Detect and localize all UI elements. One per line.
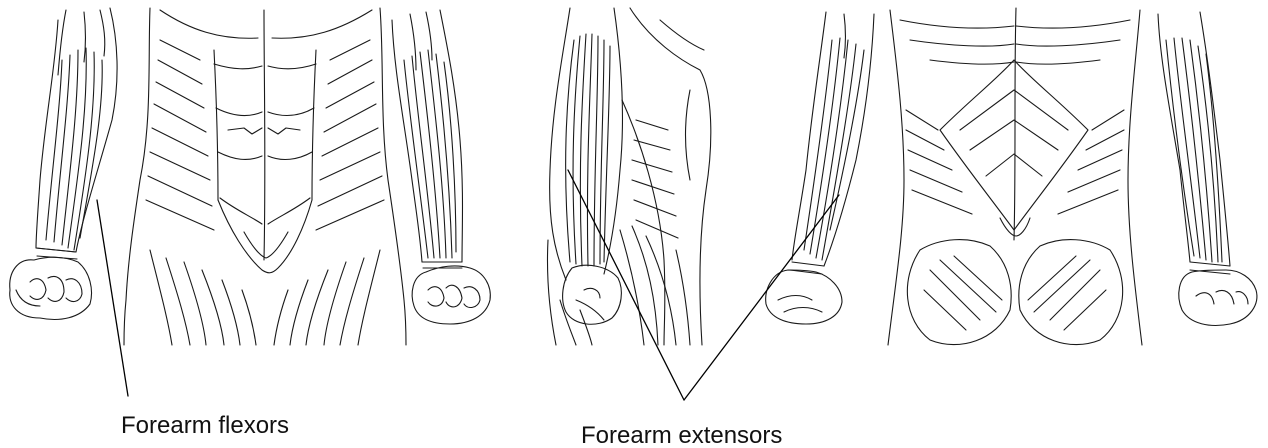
side-fist bbox=[563, 265, 622, 324]
back-right-forearm bbox=[1158, 12, 1230, 274]
figure-front bbox=[10, 8, 491, 345]
leader-line-extensors-right bbox=[684, 195, 839, 400]
leader-line-flexors bbox=[97, 200, 128, 396]
front-left-forearm bbox=[36, 8, 117, 259]
front-torso bbox=[124, 8, 406, 345]
back-right-fist bbox=[1179, 270, 1257, 325]
front-right-fist bbox=[412, 266, 490, 324]
label-forearm-extensors: Forearm extensors bbox=[581, 424, 782, 448]
front-left-fist bbox=[10, 257, 92, 319]
back-left-hand bbox=[766, 270, 842, 324]
label-forearm-flexors: Forearm flexors bbox=[121, 414, 289, 438]
figure-back bbox=[766, 8, 1257, 345]
side-arm bbox=[550, 8, 623, 280]
front-right-forearm bbox=[392, 10, 463, 268]
back-left-forearm bbox=[790, 12, 874, 274]
back-torso bbox=[888, 8, 1142, 345]
leader-line-extensors-left bbox=[568, 170, 684, 400]
